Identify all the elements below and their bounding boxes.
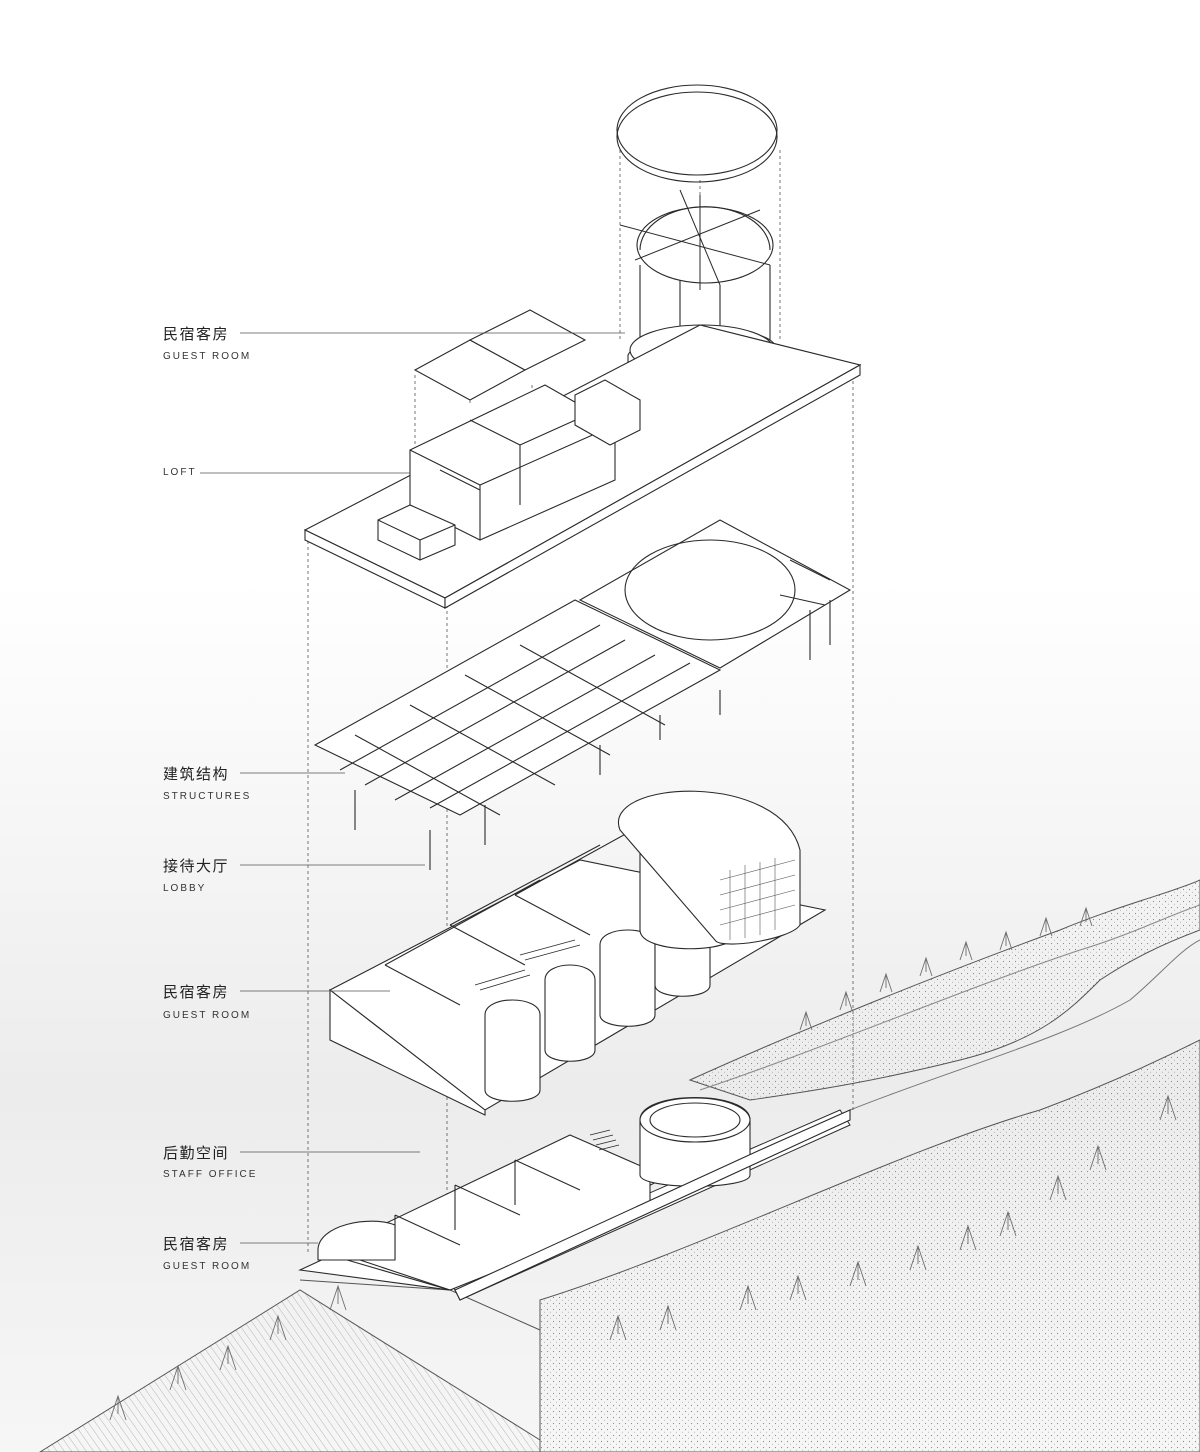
roof-disc <box>616 84 778 176</box>
ground-round-end <box>317 1220 396 1261</box>
tree-row-front <box>609 1094 1177 1341</box>
loft-inner-walls <box>439 417 581 505</box>
trees <box>109 906 1177 1421</box>
layer-lobby-guest <box>328 790 827 1116</box>
label-en-guest-room-top: GUEST ROOM <box>163 351 252 362</box>
loft-right-box <box>574 379 641 446</box>
roof-beams <box>619 189 771 290</box>
terrain-path-line <box>699 904 1200 1091</box>
structure-round-frame <box>578 519 852 669</box>
ground-ramp-wall <box>454 1109 851 1301</box>
label-en-structures: STRUCTURES <box>163 791 252 802</box>
terrain-ground-right <box>539 1039 1200 1452</box>
label-en-loft: LOFT <box>163 467 197 478</box>
label-en-lobby: LOBBY <box>163 883 207 894</box>
leader-lines <box>200 332 625 1244</box>
terrain-river-edge <box>849 939 1200 1111</box>
layer-loft <box>303 309 862 609</box>
layer-ground-floor <box>298 1096 851 1301</box>
lobby-stairs <box>474 939 581 991</box>
label-en-guest-room-mid: GUEST ROOM <box>163 1010 252 1021</box>
label-en-guest-room-bottom: GUEST ROOM <box>163 1261 252 1272</box>
layer-structures <box>313 519 852 870</box>
tree-row-back <box>799 906 1093 1031</box>
label-cn-guest-room-top: 民宿客房 <box>163 325 230 343</box>
cylinder-ring-upper <box>636 206 774 284</box>
structure-top-frame <box>313 599 722 816</box>
label-cn-guest-room-mid: 民宿客房 <box>163 983 230 1001</box>
structure-columns <box>354 690 721 870</box>
cylinder-walls <box>639 265 771 350</box>
label-cn-structures: 建筑结构 <box>163 765 230 783</box>
terrain-upper-field <box>688 879 1200 1101</box>
label-cn-lobby: 接待大厅 <box>163 857 230 875</box>
staff-stairs <box>589 1129 620 1151</box>
label-en-staff-office: STAFF OFFICE <box>163 1169 258 1180</box>
lobby-curved-screen <box>617 790 801 945</box>
tree-row-left <box>109 1284 347 1421</box>
label-cn-staff-office: 后勤空间 <box>163 1144 230 1162</box>
skylight-right <box>468 309 587 371</box>
label-cn-guest-room-bottom: 民宿客房 <box>163 1235 230 1253</box>
loft-small-box <box>377 504 456 561</box>
